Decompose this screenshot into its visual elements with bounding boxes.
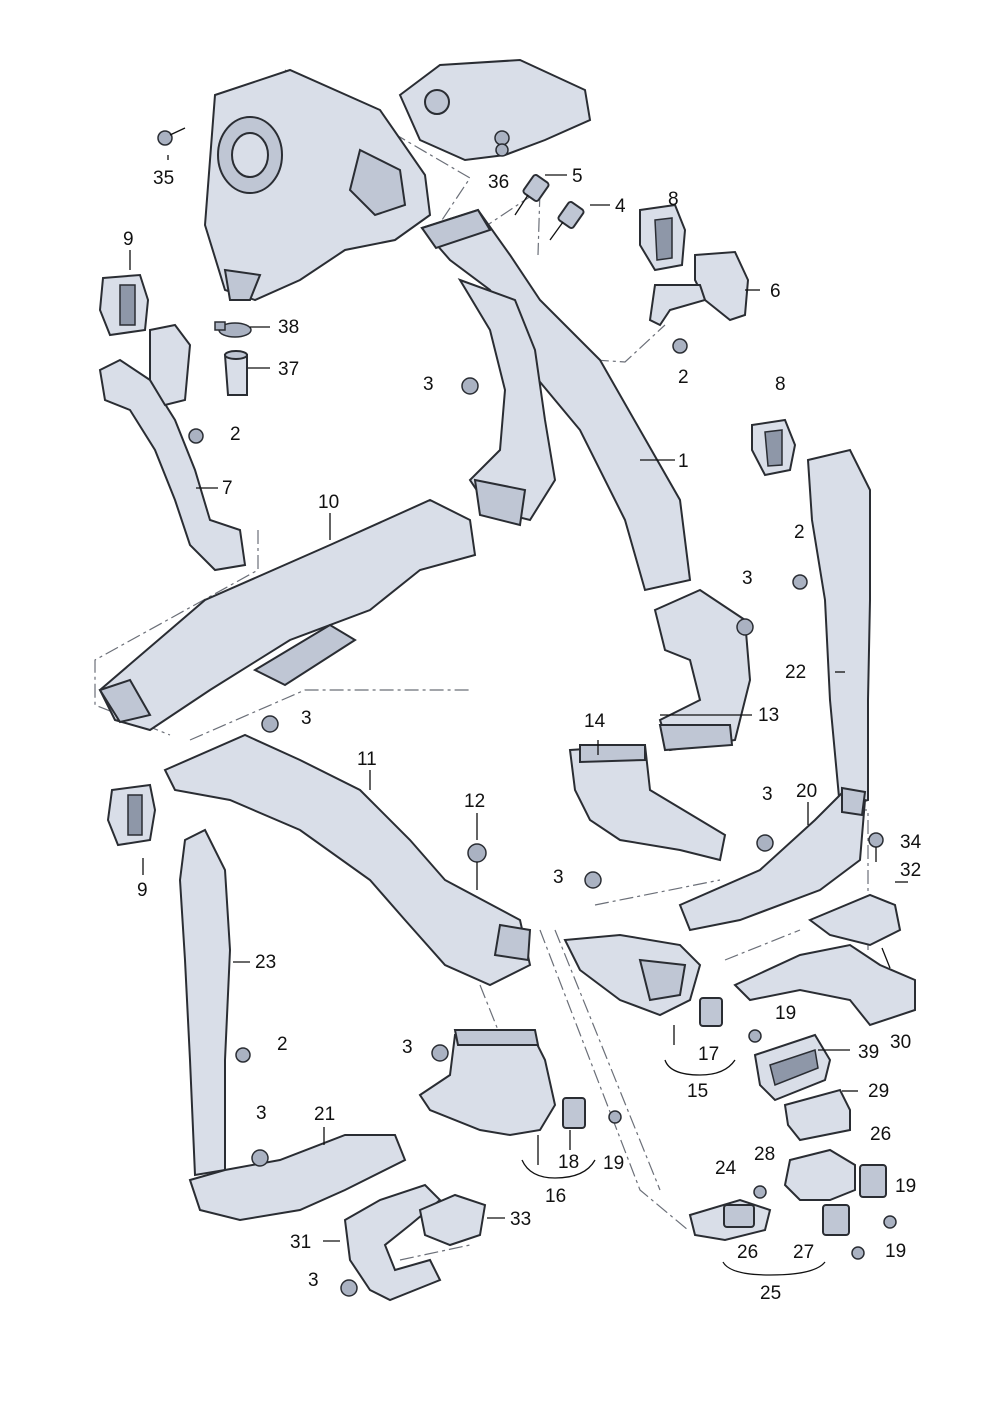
label-39: 39 bbox=[858, 1042, 879, 1063]
clamp-38 bbox=[214, 321, 252, 338]
label-8-right: 8 bbox=[775, 374, 786, 395]
label-7: 7 bbox=[222, 478, 233, 499]
label-38: 38 bbox=[278, 317, 299, 338]
connector-lines bbox=[94, 69, 869, 1261]
label-35: 35 bbox=[153, 168, 174, 189]
label-3-d: 3 bbox=[762, 784, 773, 805]
leader-lines bbox=[129, 155, 908, 1276]
label-15: 15 bbox=[687, 1081, 708, 1102]
relay-18 bbox=[562, 1097, 586, 1129]
label-20: 20 bbox=[796, 781, 817, 802]
sensor-4 bbox=[549, 201, 585, 241]
relay-27 bbox=[822, 1204, 850, 1236]
label-31: 31 bbox=[290, 1232, 311, 1253]
label-1: 1 bbox=[678, 451, 689, 472]
sensor-5 bbox=[514, 174, 550, 216]
label-5: 5 bbox=[572, 166, 583, 187]
duct-23 bbox=[178, 828, 232, 1177]
firewall-panel bbox=[398, 58, 592, 162]
label-37: 37 bbox=[278, 359, 299, 380]
vent-39 bbox=[753, 1033, 832, 1102]
label-26-a: 26 bbox=[870, 1124, 891, 1145]
label-3-b: 3 bbox=[742, 568, 753, 589]
label-12: 12 bbox=[464, 791, 485, 812]
duct-14 bbox=[568, 743, 727, 862]
label-17: 17 bbox=[698, 1044, 719, 1065]
label-3-h: 3 bbox=[308, 1270, 319, 1291]
label-3-e: 3 bbox=[553, 867, 564, 888]
bracket-8-right bbox=[751, 418, 797, 477]
label-19-b: 19 bbox=[603, 1153, 624, 1174]
label-22: 22 bbox=[785, 662, 806, 683]
label-3-c: 3 bbox=[301, 708, 312, 729]
label-3-f: 3 bbox=[402, 1037, 413, 1058]
label-30: 30 bbox=[890, 1032, 911, 1053]
label-2-d: 2 bbox=[277, 1034, 288, 1055]
duct-10 bbox=[98, 498, 477, 732]
label-18: 18 bbox=[558, 1152, 579, 1173]
duct-13 bbox=[653, 588, 752, 752]
duct-22 bbox=[806, 448, 871, 810]
label-4: 4 bbox=[615, 196, 626, 217]
fasteners bbox=[157, 127, 897, 1297]
heater-housing bbox=[203, 68, 432, 302]
label-9-top: 9 bbox=[123, 229, 134, 250]
label-28: 28 bbox=[754, 1144, 775, 1165]
duct-31 bbox=[343, 1183, 442, 1302]
label-23: 23 bbox=[255, 952, 276, 973]
bracket-6 bbox=[648, 250, 750, 327]
label-3-a: 3 bbox=[423, 374, 434, 395]
label-2-b: 2 bbox=[230, 424, 241, 445]
relay-24 bbox=[723, 1204, 755, 1228]
label-3-g: 3 bbox=[256, 1103, 267, 1124]
label-6: 6 bbox=[770, 281, 781, 302]
relay-17 bbox=[699, 997, 723, 1027]
label-21: 21 bbox=[314, 1104, 335, 1125]
label-33: 33 bbox=[510, 1209, 531, 1230]
bracket-9-bottom bbox=[106, 783, 157, 847]
vent-29 bbox=[783, 1088, 851, 1142]
label-36: 36 bbox=[488, 172, 509, 193]
bracket-8-top bbox=[639, 203, 687, 272]
label-29: 29 bbox=[868, 1081, 889, 1102]
outlet-15 bbox=[563, 933, 702, 1017]
duct-33 bbox=[418, 1193, 487, 1247]
label-34: 34 bbox=[900, 832, 922, 853]
label-10: 10 bbox=[318, 492, 339, 513]
label-26-b: 26 bbox=[737, 1242, 758, 1263]
label-19-d: 19 bbox=[885, 1241, 906, 1262]
duct-30 bbox=[733, 943, 916, 1027]
label-27: 27 bbox=[793, 1242, 814, 1263]
label-9-bottom: 9 bbox=[137, 880, 148, 901]
duct-20 bbox=[678, 786, 867, 932]
label-19-c: 19 bbox=[895, 1176, 916, 1197]
outlet-16 bbox=[418, 1028, 557, 1137]
label-25: 25 bbox=[760, 1283, 781, 1304]
label-11: 11 bbox=[357, 749, 377, 770]
duct-32 bbox=[808, 893, 902, 947]
label-13: 13 bbox=[758, 705, 779, 726]
relay-26 bbox=[859, 1164, 887, 1198]
duct-1 bbox=[420, 208, 692, 592]
label-2-a: 2 bbox=[678, 367, 689, 388]
label-19-a: 19 bbox=[775, 1003, 796, 1024]
duct-11 bbox=[163, 733, 532, 987]
duct-7 bbox=[98, 323, 247, 572]
part-labels: 35 36 5 4 8 9 6 38 37 2 3 8 2 1 7 10 2 3… bbox=[123, 166, 922, 1304]
label-32: 32 bbox=[900, 860, 921, 881]
label-14: 14 bbox=[584, 711, 606, 732]
label-2-c: 2 bbox=[794, 522, 805, 543]
hose-37 bbox=[223, 350, 248, 396]
bracket-9-top bbox=[98, 273, 150, 337]
label-8-top: 8 bbox=[668, 189, 679, 210]
label-24: 24 bbox=[715, 1158, 737, 1179]
label-16: 16 bbox=[545, 1186, 566, 1207]
